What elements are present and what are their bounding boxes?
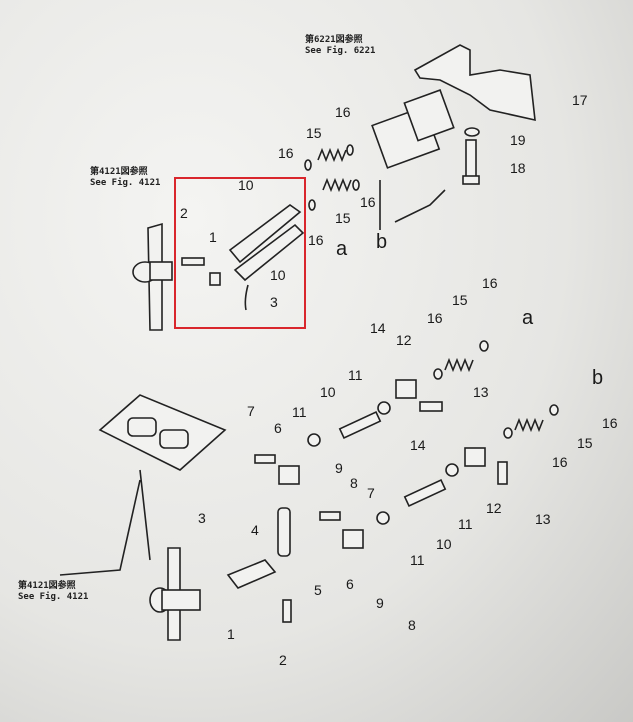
leader-lines — [379, 180, 446, 230]
callout: 7 — [367, 485, 375, 501]
left-lever-bottom — [149, 547, 201, 641]
bracket-17 — [413, 44, 536, 122]
callouts-middle: 16 a 15 16 14 12 11 10 13 b 16 15 16 14 … — [320, 275, 618, 552]
ref-6221-en: See Fig. 6221 — [305, 45, 375, 56]
washer-19 — [464, 127, 480, 137]
ref-4121-top-jp: 第4121図参照 — [90, 165, 148, 177]
callout: 16 — [360, 194, 376, 210]
callout: 6 — [274, 420, 282, 436]
springs-top — [304, 144, 360, 211]
pin-2-top — [181, 257, 205, 266]
callouts-lower: 7 6 11 9 8 7 4 5 6 9 11 8 3 1 2 — [198, 403, 425, 668]
callout: 15 — [335, 210, 351, 226]
callout: 12 — [396, 332, 412, 348]
linkage-10 — [209, 204, 305, 286]
bolt-18 — [462, 139, 480, 185]
callout: 18 — [510, 160, 526, 176]
ref-4121-top-en: See Fig. 4121 — [90, 177, 160, 188]
callout: a — [522, 307, 534, 329]
callout: 9 — [335, 460, 343, 476]
callout: 10 — [270, 267, 286, 283]
callout: 11 — [458, 516, 473, 532]
callout: 14 — [410, 437, 426, 453]
bolts-7 — [254, 454, 341, 521]
callout: a — [336, 238, 348, 260]
callout: 5 — [314, 582, 322, 598]
callouts-top: 17 19 18 16 15 16 16 15 16 a b 10 2 1 10… — [180, 92, 588, 310]
block-1-bottom — [226, 559, 277, 589]
callout: 17 — [572, 92, 588, 108]
callout: 10 — [436, 536, 452, 552]
callout: 1 — [227, 626, 235, 642]
callout: 3 — [198, 510, 206, 526]
callout: 1 — [209, 229, 217, 245]
callout: 15 — [577, 435, 593, 451]
bolts-13 — [419, 401, 508, 485]
callout: 16 — [552, 454, 568, 470]
ref-4121-bottom-en: See Fig. 4121 — [18, 591, 88, 602]
callout: 11 — [410, 552, 425, 568]
blocks-12 — [395, 379, 486, 467]
lever-4 — [277, 507, 291, 557]
callout: 16 — [308, 232, 324, 248]
callout: 10 — [238, 177, 254, 193]
callout: 11 — [292, 404, 307, 420]
callout: 11 — [348, 367, 363, 383]
callout: 16 — [427, 310, 443, 326]
callout: 3 — [270, 294, 278, 310]
callout: 6 — [346, 576, 354, 592]
callout: 15 — [452, 292, 468, 308]
left-lever-top — [132, 222, 173, 331]
cotter-3-top — [244, 284, 249, 311]
highlight-box — [174, 177, 306, 329]
reference-leaders — [59, 469, 151, 576]
callout: 2 — [180, 205, 188, 221]
ref-6221-jp: 第6221図参照 — [305, 33, 363, 45]
clevis-6 — [278, 465, 364, 549]
callout: 8 — [350, 475, 358, 491]
callout: 16 — [482, 275, 498, 291]
callout: 8 — [408, 617, 416, 633]
callout: 9 — [376, 595, 384, 611]
callout: 2 — [279, 652, 287, 668]
callout: 4 — [251, 522, 259, 538]
rods-10 — [338, 410, 447, 508]
callout: 13 — [535, 511, 551, 527]
ref-4121-bottom-jp: 第4121図参照 — [18, 579, 76, 591]
callout: 10 — [320, 384, 336, 400]
callout: 15 — [306, 125, 322, 141]
callout: 16 — [602, 415, 618, 431]
valve-body — [371, 89, 455, 169]
plate — [98, 394, 227, 471]
pin-2-bottom — [282, 599, 292, 623]
callout: 14 — [370, 320, 386, 336]
callout: b — [376, 231, 387, 253]
callout: b — [592, 367, 603, 389]
springs-middle — [433, 340, 559, 439]
callout: 7 — [247, 403, 255, 419]
callout: 13 — [473, 384, 489, 400]
callout: 19 — [510, 132, 526, 148]
callout: 16 — [278, 145, 294, 161]
nuts-11 — [307, 401, 459, 525]
callout: 12 — [486, 500, 502, 516]
callout: 16 — [335, 104, 351, 120]
